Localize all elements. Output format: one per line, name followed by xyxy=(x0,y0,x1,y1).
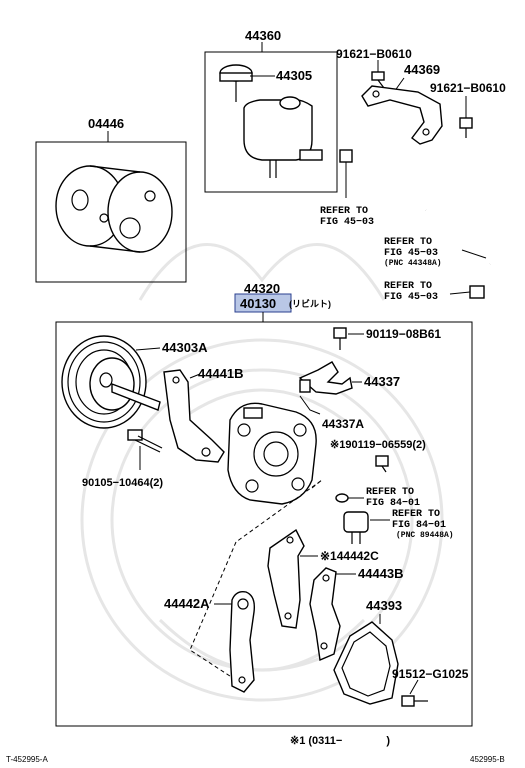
refer-fig-4[interactable]: FIG 84−01 xyxy=(366,498,420,509)
reservoir-group-box xyxy=(204,51,338,193)
o-ring-part xyxy=(335,493,349,503)
bracket-44443b xyxy=(309,567,341,662)
reservoir-cap-part xyxy=(219,64,253,102)
refer-fig-2[interactable]: FIG 45−03 xyxy=(384,248,438,259)
label-44337[interactable]: 44337 xyxy=(364,374,400,389)
refer-to-line-4: REFER TO xyxy=(366,487,414,498)
pulley-44303a xyxy=(61,335,161,429)
refer-to-line-3: REFER TO xyxy=(384,281,432,292)
gasket-44393 xyxy=(333,621,399,705)
label-44393[interactable]: 44393 xyxy=(366,598,402,613)
refer-pnc-5: (PNC 89448A) xyxy=(396,531,454,540)
label-90105-10464[interactable]: 90105−10464(2) xyxy=(82,477,163,489)
bracket-44442a xyxy=(229,590,256,693)
bolt-91512 xyxy=(401,695,428,707)
bolt-90105 xyxy=(127,429,163,453)
label-44320[interactable]: 44320 xyxy=(244,281,280,296)
label-90119-08b61[interactable]: 90119−08B61 xyxy=(366,327,441,341)
bolt-91621-right xyxy=(459,117,473,138)
label-44303a[interactable]: 44303A xyxy=(162,340,208,355)
pump-assembly-box xyxy=(55,321,473,727)
seal-kit-box xyxy=(35,141,187,283)
label-04446[interactable]: 04446 xyxy=(88,116,124,131)
label-44305[interactable]: 44305 xyxy=(276,68,312,83)
bolt-91621-top xyxy=(371,71,385,89)
footer-right-code: 452995-B xyxy=(470,755,505,764)
label-44441b[interactable]: 44441B xyxy=(198,366,244,381)
label-40130[interactable]: 40130 xyxy=(240,296,276,311)
refer-to-line-2: REFER TO xyxy=(384,237,432,248)
bolt-90119-08b61 xyxy=(333,327,347,350)
label-91512-g1025[interactable]: 91512−G1025 xyxy=(392,667,469,681)
label-44369[interactable]: 44369 xyxy=(404,62,440,77)
watermark-emblem xyxy=(80,242,444,702)
label-44442c[interactable]: ※144442C xyxy=(320,549,379,563)
bolt-90119-06559 xyxy=(375,455,389,473)
bracket-44441b xyxy=(163,369,225,463)
refer-to-line-1: REFER TO xyxy=(320,206,368,217)
phantom-line-b xyxy=(189,541,237,681)
refer-fig-5[interactable]: FIG 84−01 xyxy=(392,520,446,531)
phantom-line-a xyxy=(235,479,323,543)
label-91621-b0610-top[interactable]: 91621−B0610 xyxy=(336,47,412,61)
label-44360[interactable]: 44360 xyxy=(245,28,281,43)
valve-part xyxy=(343,511,369,544)
pump-body-44320 xyxy=(227,402,317,505)
footer-left-code: T-452995-A xyxy=(6,755,48,764)
label-90119-06559[interactable]: ※190119−06559(2) xyxy=(330,439,426,451)
refer-pnc-2: (PNC 44348A) xyxy=(384,259,442,268)
label-91621-b0610-right[interactable]: 91621−B0610 xyxy=(430,81,506,95)
refer-fig-1[interactable]: FIG 45−03 xyxy=(320,217,374,228)
return-hose xyxy=(339,149,504,266)
label-40130-rebuilt: (リビルト) xyxy=(289,298,331,309)
fitting-44337 xyxy=(298,361,353,395)
label-44337a[interactable]: 44337A xyxy=(322,417,364,431)
footer-note: ※1 (0311− ) xyxy=(290,735,390,747)
bracket-44442c xyxy=(267,528,305,629)
refer-to-line-5: REFER TO xyxy=(392,509,440,520)
refer-fig-3[interactable]: FIG 45−03 xyxy=(384,292,438,303)
label-44443b[interactable]: 44443B xyxy=(358,566,404,581)
reservoir-tank-part xyxy=(243,96,323,178)
seal-kit-part xyxy=(55,165,173,253)
bracket-44369 xyxy=(361,85,443,145)
clamp-part xyxy=(469,285,485,299)
label-44442a[interactable]: 44442A xyxy=(164,596,210,611)
